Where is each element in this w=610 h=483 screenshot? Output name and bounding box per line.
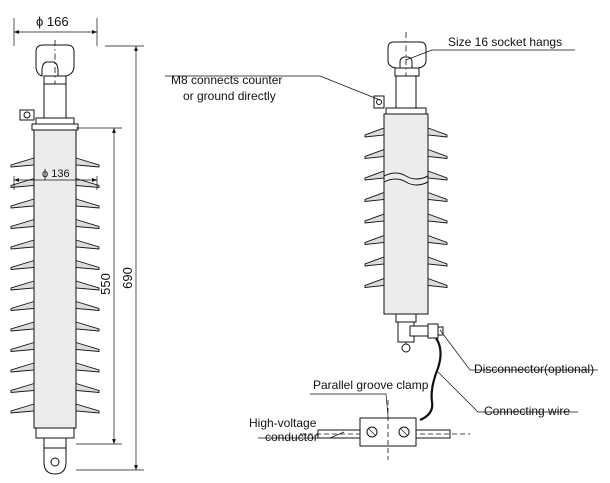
left-elevation-view: ϕ 166 ϕ 136 (10, 14, 144, 475)
shed (10, 403, 100, 414)
shed (10, 157, 100, 168)
shed (364, 127, 448, 138)
connecting-wire (419, 337, 442, 422)
shed (364, 256, 448, 267)
top-width-label: ϕ 166 (36, 14, 69, 29)
socket-callout: Size 16 socket hangs (448, 35, 562, 49)
shed (10, 341, 100, 352)
bottom-stem (35, 427, 75, 439)
shed-diameter-dimension: ϕ 136 (13, 168, 98, 190)
insulation-length-label: 550 (98, 273, 113, 295)
shed (10, 218, 100, 229)
shed (10, 198, 100, 209)
insulation-length-dimension: 550 (76, 127, 122, 445)
hv-conductor-callout-line1: High-voltage (249, 416, 317, 430)
shed (10, 239, 100, 250)
shed (10, 280, 100, 291)
upper-stem (43, 83, 67, 119)
shed (364, 213, 448, 224)
shed (10, 300, 100, 311)
shed (10, 362, 100, 373)
total-length-dimension: 690 (76, 45, 144, 471)
callout-leaders (165, 49, 598, 439)
shed (364, 148, 448, 159)
total-length-label: 690 (120, 267, 135, 289)
right-installation-view: Size 16 socket hangs M8 connects counter… (165, 32, 598, 460)
shed (364, 191, 448, 202)
shed-diameter-label: ϕ 136 (42, 168, 70, 180)
m8-callout-line1: M8 connects counter (171, 73, 282, 87)
shed (10, 259, 100, 270)
connecting-wire-callout: Connecting wire (484, 404, 570, 418)
shed (10, 321, 100, 332)
m8-callout-line2: or ground directly (183, 89, 276, 103)
groove-clamp-callout: Parallel groove clamp (313, 378, 429, 392)
right-sheds (364, 127, 448, 288)
right-housing (383, 113, 429, 315)
left-sheds (10, 157, 100, 414)
hv-conductor-callout-line2: conductor (265, 430, 318, 444)
disconnector-callout: Disconnector(optional) (474, 362, 594, 376)
shed (364, 234, 448, 245)
shed (10, 382, 100, 393)
top-width-dimension: ϕ 166 (13, 14, 98, 46)
right-upper-stem (395, 75, 417, 111)
shed (364, 277, 448, 288)
